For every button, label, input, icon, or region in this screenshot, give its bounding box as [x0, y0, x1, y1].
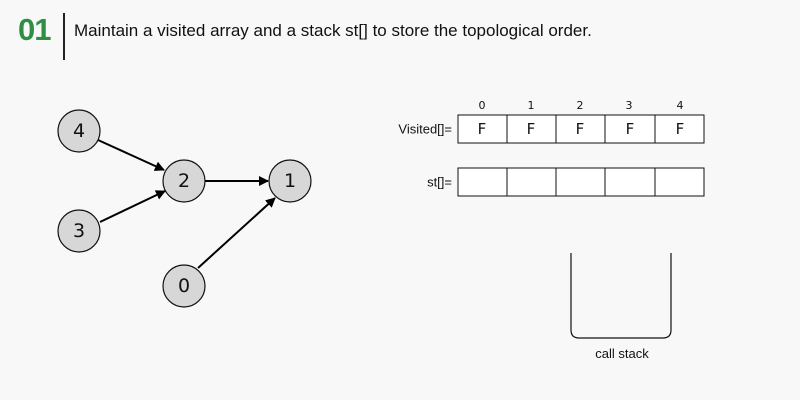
edge-4-to-2: [97, 139, 165, 171]
call-stack-caption: call stack: [595, 346, 649, 361]
step-number: 01: [18, 12, 51, 47]
stack-array: st[]=: [427, 167, 705, 197]
graph-node-3: 3: [57, 209, 101, 253]
visited-cell: [654, 114, 705, 144]
graph-node-label: 0: [178, 275, 190, 297]
visited-cell-value: F: [478, 120, 487, 138]
call-stack: call stack: [570, 253, 672, 361]
graph-node-4: 4: [57, 109, 101, 153]
header-divider: [63, 13, 65, 60]
graph-node-label: 3: [73, 220, 85, 242]
call-stack-container: [570, 253, 672, 339]
visited-cell: [555, 114, 606, 144]
visited-cell-value: F: [626, 120, 635, 138]
visited-index-label: 1: [528, 99, 535, 112]
visited-index-label: 3: [626, 99, 633, 112]
visited-array: 0 1 2 3 4 Visited[]= F F F F F: [398, 99, 705, 144]
visited-cell: [604, 114, 656, 144]
graph-node-2: 2: [162, 159, 206, 203]
visited-cell-value: F: [576, 120, 585, 138]
graph-node-label: 2: [178, 170, 190, 192]
visited-index-label: 0: [479, 99, 486, 112]
visited-index-label: 2: [577, 99, 584, 112]
stack-cell: [604, 167, 656, 197]
stack-cell: [555, 167, 606, 197]
graph-node-label: 1: [284, 170, 296, 192]
graph-node-0: 0: [162, 264, 206, 308]
stack-array-label: st[]=: [427, 175, 452, 190]
visited-index-label: 4: [677, 99, 684, 112]
graph-edges: [97, 139, 276, 269]
visited-cell-value: F: [676, 120, 685, 138]
edge-0-to-1: [197, 197, 276, 269]
visited-cell-value: F: [527, 120, 536, 138]
visited-array-label: Visited[]=: [398, 122, 452, 137]
graph-nodes: 4 3 2 1 0: [57, 109, 312, 308]
graph-node-label: 4: [73, 120, 85, 142]
graph-node-1: 1: [268, 159, 312, 203]
edge-3-to-2: [99, 190, 166, 223]
step-description: Maintain a visited array and a stack st[…: [74, 21, 592, 40]
stack-cell: [457, 167, 508, 197]
stack-cell: [654, 167, 705, 197]
stack-cell: [506, 167, 557, 197]
